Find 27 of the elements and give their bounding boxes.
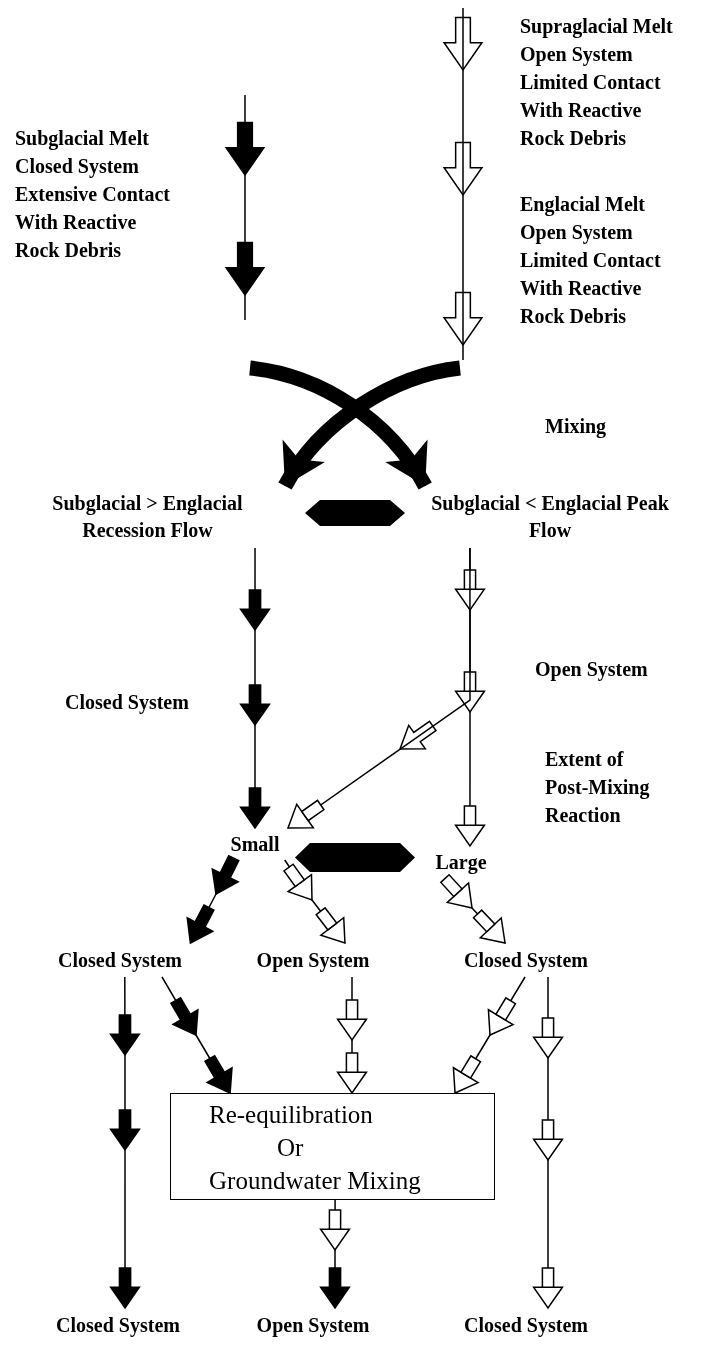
- annotation-text: Limited Contact With Reactive Rock Debris: [520, 70, 662, 151]
- annotation-text: Subglacial Melt: [15, 126, 149, 152]
- annotation-text: Supraglacial Melt: [520, 14, 673, 40]
- annotation-text: Open System: [535, 657, 648, 683]
- annotation-text: Extensive Contact With Reactive Rock Debris: [15, 182, 171, 263]
- flow-label: Closed System: [40, 943, 200, 977]
- flow-label: Closed System: [446, 1308, 606, 1342]
- flow-label: Large: [428, 846, 494, 878]
- box-text: Re-equilibration: [209, 1100, 374, 1130]
- annotation-text: Mixing: [545, 414, 607, 440]
- annotation-text: Limited Contact With Reactive Rock Debris: [520, 248, 662, 329]
- flow-label: Open System: [238, 1308, 388, 1342]
- annotation-text: Extent of Post-Mixing Reaction: [545, 747, 651, 828]
- flow-label: Subglacial > Englacial Recession Flow: [10, 486, 285, 548]
- annotation-text: Open System: [520, 42, 633, 68]
- annotation-text: Closed System: [15, 154, 139, 180]
- annotation-text: Englacial Melt: [520, 192, 645, 218]
- flow-label: Open System: [238, 943, 388, 977]
- box-text: Groundwater Mixing: [209, 1166, 422, 1196]
- flow-label: Subglacial < Englacial Peak Flow: [420, 486, 680, 548]
- flow-label: Closed System: [38, 1308, 198, 1342]
- flow-label: Small: [222, 828, 288, 860]
- process-box: [170, 1093, 495, 1200]
- box-text: Or: [277, 1133, 305, 1163]
- annotation-text: Closed System: [65, 690, 189, 716]
- annotation-text: Open System: [520, 220, 633, 246]
- flow-label: Closed System: [446, 943, 606, 977]
